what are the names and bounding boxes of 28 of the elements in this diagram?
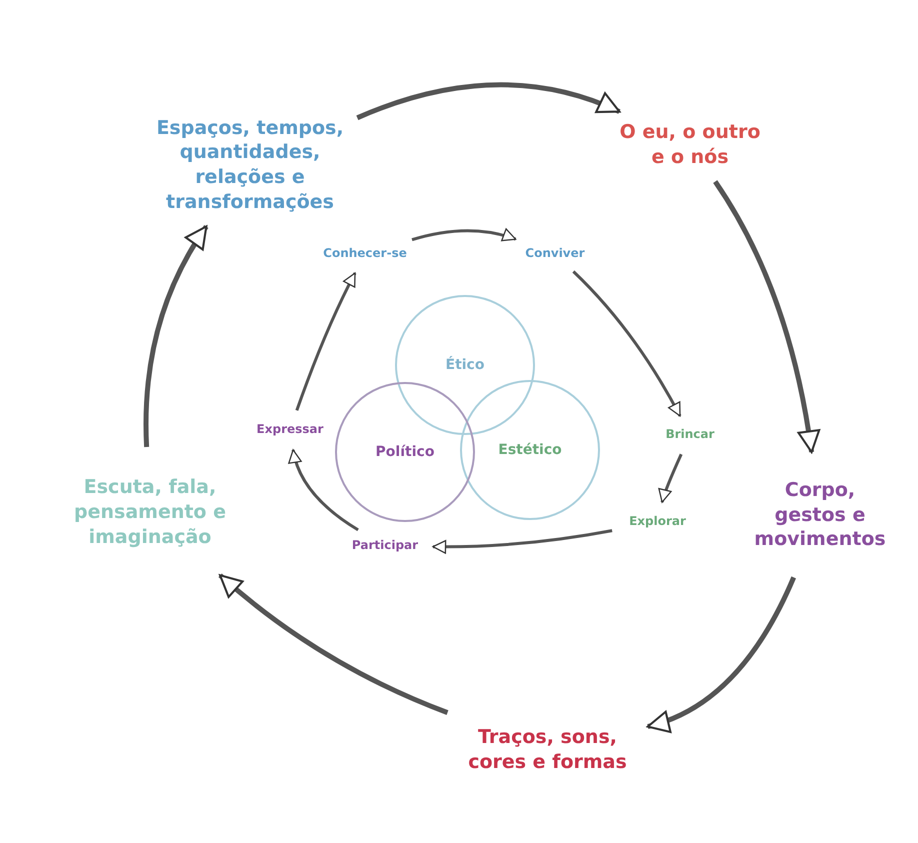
arrow — [295, 272, 356, 411]
venn-circle — [460, 380, 600, 520]
label-text: O eu, o outro e o nós — [618, 120, 762, 170]
venn-circle — [335, 382, 475, 522]
label-text: Estético — [498, 440, 562, 460]
label-text: Corpo, gestos e movimentos — [753, 478, 887, 552]
label-text: Participar — [352, 538, 418, 554]
arrow — [288, 449, 359, 532]
label-text: Conhecer-se — [323, 246, 407, 262]
arrow — [646, 576, 796, 732]
venn-circle — [395, 295, 535, 435]
arrow — [356, 82, 620, 120]
label-text: Conviver — [525, 246, 585, 262]
label-text: Político — [376, 442, 434, 462]
label-text: Brincar — [666, 427, 714, 443]
arrow — [144, 225, 208, 448]
label-text: Expressar — [256, 422, 324, 438]
label-text: Explorar — [629, 514, 686, 530]
arrow — [432, 529, 612, 554]
label-text: Espaços, tempos, quantidades, relações e transformações — [155, 116, 345, 214]
arrow — [658, 454, 683, 503]
arrow — [218, 573, 448, 715]
label-text: Escuta, fala, pensamento e imaginação — [73, 475, 227, 550]
arrow — [572, 270, 682, 417]
arrow — [713, 180, 820, 454]
label-text: Ético — [446, 356, 484, 374]
label-text: Traços, sons, cores e formas — [467, 725, 628, 775]
arrow — [412, 228, 516, 242]
